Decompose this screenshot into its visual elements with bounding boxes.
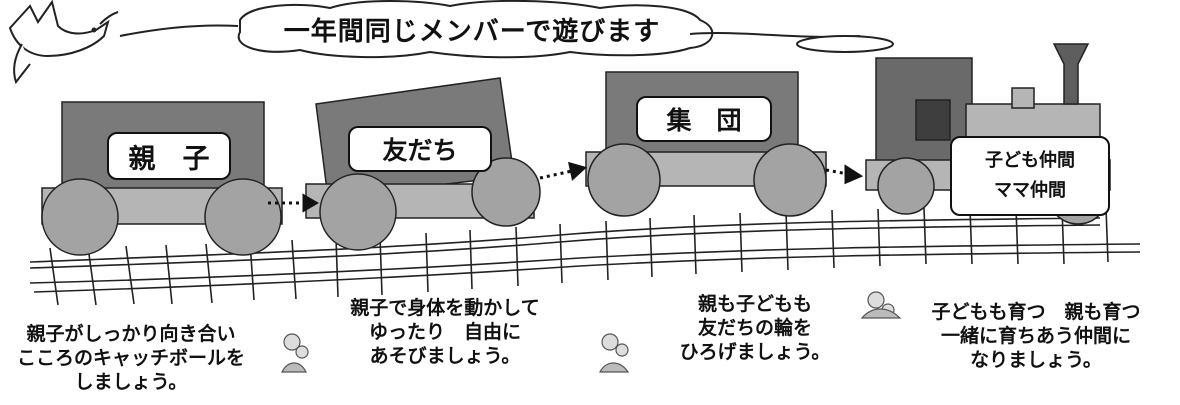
flower-icon: [281, 333, 309, 373]
car-label-oyako: 親 子: [107, 132, 231, 180]
car-label-tomodachi: 友だち: [348, 126, 492, 172]
banner-title: 一年間同じメンバーで遊びます: [283, 16, 661, 47]
railway-track: [29, 207, 1141, 306]
connector-arrows: [268, 161, 864, 213]
caption-tomodachi: 親子で身体を動かして ゆったり 自由に あそびましょう。: [350, 297, 540, 367]
caption-engine: 子どもも育つ 親も育つ 一緒に育ちあう仲間に なりましょう。: [931, 301, 1141, 371]
flower-icon: [860, 291, 902, 319]
engine-label: 子ども仲間 ママ仲間: [950, 136, 1110, 216]
train-car-shudan: [585, 71, 827, 217]
dove-icon: [8, 0, 119, 85]
cloud-banner: [119, 0, 894, 59]
caption-oyako: 親子がしっかり向き合い こころのキャッチボールを しましょう。: [16, 323, 245, 393]
car-label-shudan: 集 団: [636, 96, 772, 142]
caption-shudan: 親も子どもも 友だちの輪を ひろげましょう。: [679, 293, 831, 363]
flower-icon: [599, 333, 630, 373]
